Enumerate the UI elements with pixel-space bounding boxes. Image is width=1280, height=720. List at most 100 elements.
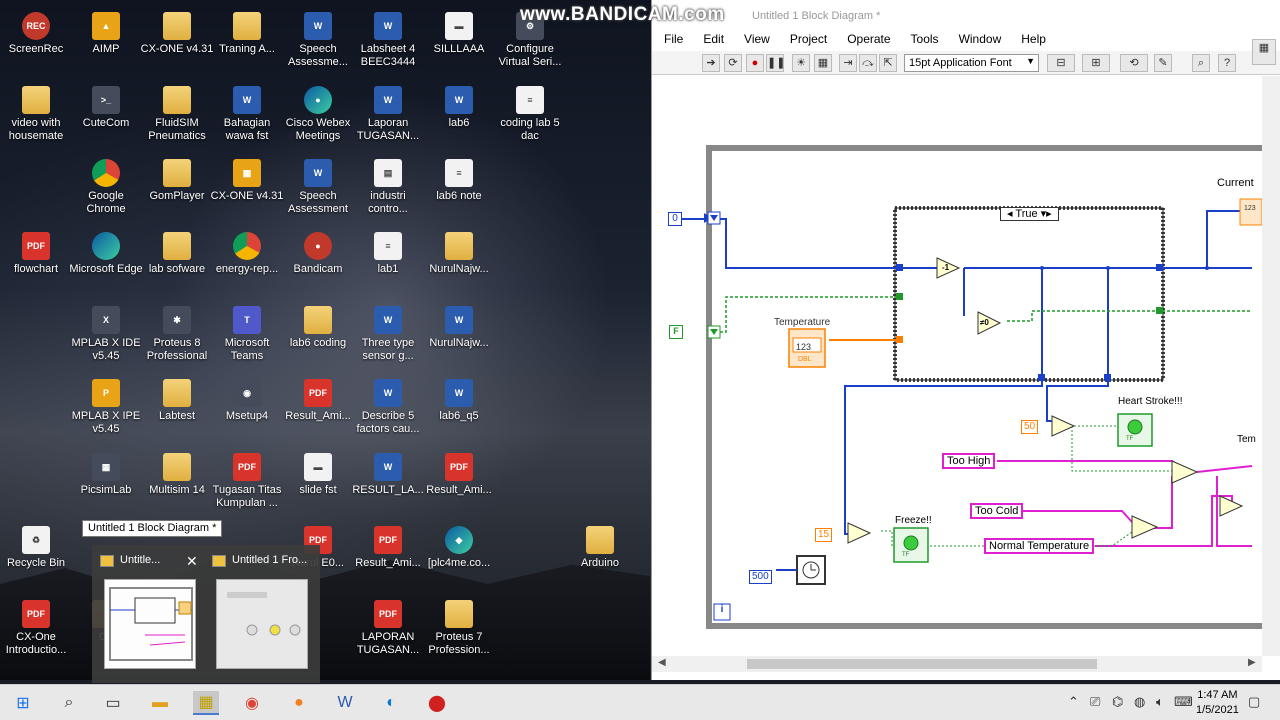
desktop-icon[interactable]: Multisim 14 xyxy=(141,449,213,521)
desktop-icon[interactable]: NurulNajw... xyxy=(423,228,495,300)
bandicam-icon[interactable]: ⬤ xyxy=(428,695,446,712)
desktop-icon[interactable]: Proteus 7 Profession... xyxy=(423,596,495,668)
desktop-icon[interactable]: ▦PicsimLab xyxy=(70,449,142,521)
close-icon[interactable]: ✕ xyxy=(186,553,198,569)
desktop-icon[interactable]: lab6 coding xyxy=(282,302,354,374)
desktop-icon[interactable]: ▬SILLLAAA xyxy=(423,8,495,80)
step-into-icon[interactable]: ⇥ xyxy=(839,54,857,72)
volume-icon[interactable]: 🔈︎ xyxy=(1156,694,1164,709)
retain-wire-values-icon[interactable]: ▦ xyxy=(814,54,832,72)
desktop-icon[interactable]: ▦CX-ONE v4.31 xyxy=(211,155,283,227)
desktop-icon[interactable]: video with housemate xyxy=(0,82,72,154)
const-500[interactable]: 500 xyxy=(749,570,772,584)
desktop-icon[interactable]: ◉Msetup4 xyxy=(211,375,283,447)
font-select[interactable]: 15pt Application Font ▼ xyxy=(904,54,1039,72)
desktop-icon[interactable]: ●Bandicam xyxy=(282,228,354,300)
ime-icon[interactable]: ⌨ xyxy=(1174,694,1193,709)
scroll-left-icon[interactable]: ◀ xyxy=(658,657,666,668)
step-over-icon[interactable]: ⤼ xyxy=(859,54,877,72)
desktop-icon[interactable]: ▬slide fst xyxy=(282,449,354,521)
desktop-icon[interactable]: energy-rep... xyxy=(211,228,283,300)
vi-icon[interactable]: ▦ xyxy=(1252,39,1276,65)
reorder-icon[interactable]: ⟲ xyxy=(1120,54,1148,72)
desktop-icon[interactable]: ●Cisco Webex Meetings xyxy=(282,82,354,154)
desktop-icon[interactable]: ▲AIMP xyxy=(70,8,142,80)
search-icon[interactable]: ⌕ xyxy=(64,694,74,711)
preview-card-block-diagram[interactable]: Untitle... ✕ xyxy=(96,551,204,675)
menu-item-edit[interactable]: Edit xyxy=(703,32,725,46)
scroll-right-icon[interactable]: ▶ xyxy=(1248,657,1256,668)
desktop-icon[interactable]: ≡lab6 note xyxy=(423,155,495,227)
desktop-icon[interactable]: ♻Recycle Bin xyxy=(0,522,72,594)
desktop-icon[interactable]: FluidSIM Pneumatics xyxy=(141,82,213,154)
edge-icon[interactable]: ◐ xyxy=(386,694,396,711)
desktop-icon[interactable]: Traning A... xyxy=(211,8,283,80)
labview-taskbar-icon[interactable]: ▦ xyxy=(193,691,219,715)
help-icon[interactable]: ? xyxy=(1218,54,1236,72)
desktop-icon[interactable]: Microsoft Edge xyxy=(69,228,143,300)
menu-item-operate[interactable]: Operate xyxy=(847,32,891,46)
desktop-icon[interactable]: Labtest xyxy=(141,375,213,447)
menu-item-help[interactable]: Help xyxy=(1021,32,1046,46)
string-normal-temperature[interactable]: Normal Temperature xyxy=(984,538,1095,554)
title-bar[interactable]: Untitled 1 Block Diagram * xyxy=(652,0,1280,30)
string-too-cold[interactable]: Too Cold xyxy=(970,503,1024,519)
globe-icon[interactable]: ◍ xyxy=(1134,694,1146,709)
horizontal-scrollbar[interactable]: ◀ ▶ xyxy=(652,656,1262,672)
file-explorer-icon[interactable]: ▬ xyxy=(152,694,168,711)
const-50[interactable]: 50 xyxy=(1021,420,1039,434)
const-0[interactable]: 0 xyxy=(668,212,682,226)
desktop-icon[interactable]: ✱Proteus 8 Professional xyxy=(141,302,213,374)
pause-icon[interactable]: ❚❚ xyxy=(766,54,785,72)
menu-item-tools[interactable]: Tools xyxy=(910,32,939,46)
desktop-icon[interactable]: ⚙Configure Virtual Seri... xyxy=(494,8,566,80)
desktop-icon[interactable]: >_CuteCom xyxy=(70,82,142,154)
highlight-execution-icon[interactable]: ☀ xyxy=(792,54,810,72)
align-objects-icon[interactable]: ⊟ xyxy=(1047,54,1075,72)
desktop-icon[interactable]: ≡lab1 xyxy=(352,228,424,300)
desktop-icon[interactable]: ▤industri contro... xyxy=(352,155,424,227)
abort-icon[interactable]: ● xyxy=(746,54,764,72)
scroll-thumb[interactable] xyxy=(747,659,1097,669)
case-selector-label[interactable]: ◂ True ▾▸ xyxy=(1000,207,1059,221)
desktop-icon[interactable]: GomPlayer xyxy=(141,155,213,227)
show-hidden-icons-icon[interactable]: ⌃ xyxy=(1068,694,1079,709)
desktop-icon[interactable]: Arduino xyxy=(564,522,636,594)
menu-item-project[interactable]: Project xyxy=(789,32,828,46)
run-continuous-icon[interactable]: ⟳ xyxy=(724,54,742,72)
usb-icon[interactable]: ⎚ xyxy=(1090,694,1101,709)
desktop-icon[interactable]: Google Chrome xyxy=(70,155,142,227)
desktop-icon[interactable]: ◆[plc4me.co... xyxy=(423,522,495,594)
word-icon[interactable]: W xyxy=(337,694,353,711)
desktop-icon[interactable]: ≡coding lab 5 dac xyxy=(494,82,566,154)
block-diagram-canvas[interactable]: 0 F ◂ True ▾▸ -1 ≠0 Temperature 123 DBL … xyxy=(652,76,1272,656)
preview-card-front-panel[interactable]: Untitled 1 Fro... xyxy=(208,551,316,675)
desktop-icon[interactable]: lab sofware xyxy=(141,228,213,300)
bool-false-const[interactable]: F xyxy=(669,325,683,339)
menu-item-file[interactable]: File xyxy=(664,32,684,46)
notifications-icon[interactable]: ▢ xyxy=(1248,694,1261,709)
menu-item-window[interactable]: Window xyxy=(958,32,1002,46)
vertical-scrollbar[interactable] xyxy=(1262,76,1280,656)
firefox-icon[interactable]: ● xyxy=(294,694,304,711)
network-icon[interactable]: ⌬ xyxy=(1112,694,1124,709)
